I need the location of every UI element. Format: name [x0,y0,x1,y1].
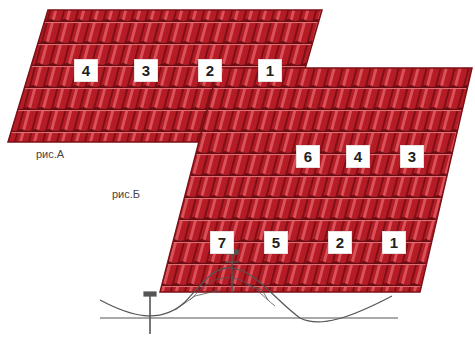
tile-number: 1 [258,59,282,82]
tile-number: 4 [74,59,98,82]
figure-label: рис.Б [112,188,140,200]
callout-number: 1 [266,63,274,78]
callout-number: 4 [82,63,90,78]
callout-number: 7 [218,235,226,250]
callout-number: 2 [336,235,344,250]
callout-number: 2 [206,63,214,78]
callout-number: 1 [390,235,398,250]
roof-b [160,68,472,292]
tile-number: 3 [400,145,424,168]
callout-number: 3 [142,63,150,78]
callout-number: 6 [304,149,312,164]
callout-number: 3 [408,149,416,164]
profile-section [100,250,398,334]
tile-number: 6 [296,145,320,168]
tile-number: 7 [210,231,234,254]
callout-number: 4 [354,149,362,164]
tile-number: 2 [328,231,352,254]
callout-number: 5 [272,235,280,250]
tile-number: 4 [346,145,370,168]
tile-number: 2 [198,59,222,82]
tile-number: 1 [382,231,406,254]
tile-number: 5 [264,231,288,254]
figure-label: рис.А [36,148,64,160]
tile-number: 3 [134,59,158,82]
